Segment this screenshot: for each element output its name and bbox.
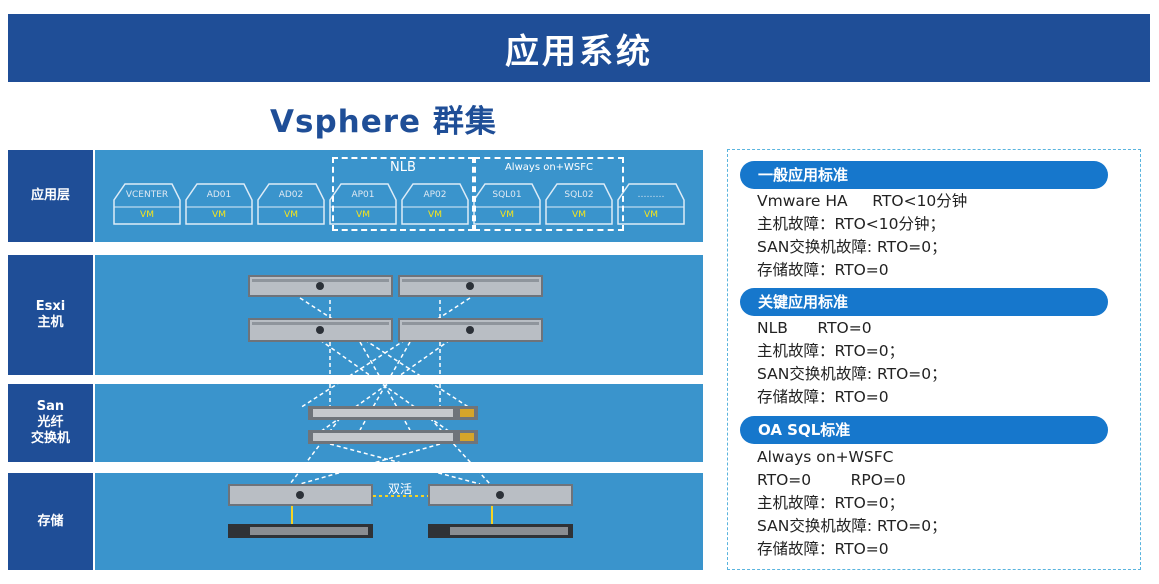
vm-shape-more [617, 183, 685, 225]
layer-label-storage: 存储 [8, 473, 93, 570]
layer-label-esxi: Esxi 主机 [8, 255, 93, 375]
section-line: 存储故障：RTO=0 [757, 261, 889, 279]
wsfc-group-label: Always on+WSFC [504, 162, 594, 173]
section-line: Vmware HA RTO<10分钟 [757, 192, 968, 210]
section-line: SAN交换机故障: RTO=0； [757, 517, 947, 535]
esxi-server-4 [398, 318, 543, 342]
vm-label: AP01 [351, 190, 375, 200]
vm-shape-sql02 [545, 183, 613, 225]
storage-shelf-2 [428, 524, 573, 538]
page-title: 应用系统 [505, 31, 653, 72]
vm-label: AD01 [206, 190, 232, 200]
vm-shape-ad02 [257, 183, 325, 225]
vm-label: AD02 [278, 190, 304, 200]
esxi-server-2 [398, 275, 543, 297]
layer-san-area [95, 384, 703, 462]
section-line: SAN交换机故障: RTO=0； [757, 238, 947, 256]
vm-label: AP02 [423, 190, 447, 200]
esxi-server-1 [248, 275, 393, 297]
vm-label: VCENTER [125, 190, 169, 200]
san-switch-2 [308, 430, 478, 444]
section-line: 存储故障：RTO=0 [757, 540, 889, 558]
section-title-critical: 关键应用标准 [740, 288, 1108, 316]
layer-label-app: 应用层 [8, 150, 93, 242]
section-title-oa-sql: OA SQL标准 [740, 416, 1108, 444]
vm-label: ……… [637, 190, 665, 200]
nlb-group-label: NLB [390, 160, 416, 175]
vm-tag: VM [644, 210, 658, 220]
vm-tag: VM [140, 210, 154, 220]
section-line: 主机故障：RTO=0； [757, 494, 905, 512]
vm-label: SQL01 [492, 190, 522, 200]
section-line: 存储故障：RTO=0 [757, 388, 889, 406]
layer-label-san: San 光纤 交换机 [8, 384, 93, 462]
vm-tag: VM [212, 210, 226, 220]
title-banner: 应用系统 [8, 14, 1150, 82]
standards-panel [727, 149, 1141, 570]
esxi-server-3 [248, 318, 393, 342]
section-line: 主机故障：RTO<10分钟； [757, 215, 946, 233]
active-active-label: 双活 [388, 482, 413, 496]
vm-label: SQL02 [564, 190, 594, 200]
vm-shape-ap02 [401, 183, 469, 225]
layer-storage-area [95, 473, 703, 570]
vm-tag: VM [500, 210, 514, 220]
san-switch-1 [308, 406, 478, 420]
vm-shape-ap01 [329, 183, 397, 225]
section-line: RTO=0 RPO=0 [757, 471, 906, 489]
section-line: SAN交换机故障: RTO=0； [757, 365, 947, 383]
layer-app-area [95, 150, 703, 242]
storage-array-1 [228, 484, 373, 506]
section-line: 主机故障：RTO=0； [757, 342, 905, 360]
section-line: Always on+WSFC [757, 448, 894, 466]
wsfc-group-box [474, 157, 624, 231]
cluster-subtitle: Vsphere 群集 [270, 104, 497, 140]
vm-tag: VM [284, 210, 298, 220]
vm-tag: VM [428, 210, 442, 220]
vm-shape-ad01 [185, 183, 253, 225]
storage-array-2 [428, 484, 573, 506]
storage-shelf-1 [228, 524, 373, 538]
vm-tag: VM [572, 210, 586, 220]
section-line: NLB RTO=0 [757, 319, 872, 337]
section-title-general: 一般应用标准 [740, 161, 1108, 189]
nlb-group-box [332, 157, 474, 231]
vm-shape-vcenter [113, 183, 181, 225]
vm-tag: VM [356, 210, 370, 220]
